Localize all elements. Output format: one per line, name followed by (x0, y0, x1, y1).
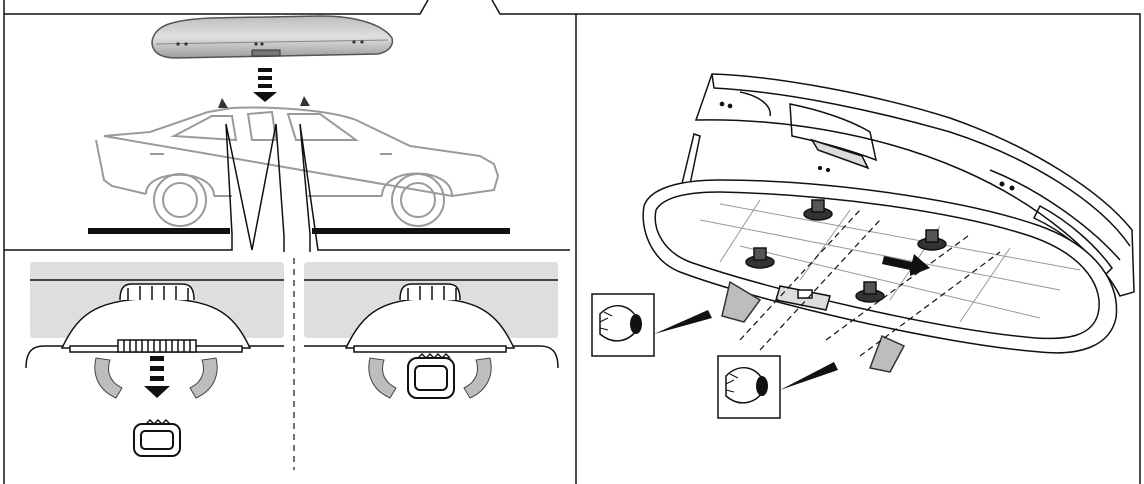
arrow-down-icon (253, 68, 277, 102)
roof-box-icon (151, 15, 394, 59)
clamp-arms (368, 357, 492, 399)
clamp-detail-left (25, 262, 284, 457)
roof-bar-foot-icon (218, 96, 310, 108)
clamp-arms (94, 357, 218, 399)
clamp-plate-icon (133, 419, 181, 457)
ground-line (312, 228, 510, 234)
arrow-down-icon (144, 356, 170, 398)
sight-lines (739, 209, 1001, 357)
open-box-inspection-panel (591, 73, 1135, 419)
zoom-callout-lines (4, 123, 570, 252)
eye-check-icon (591, 293, 712, 357)
clamp-knob-icon (60, 283, 252, 353)
eye-check-icon (717, 355, 838, 419)
open-roof-box-icon (642, 73, 1135, 373)
ground-line (88, 228, 230, 234)
clamp-plate-icon (407, 353, 455, 399)
clamp-knob-icon (344, 283, 516, 353)
arrow-right-icon (882, 254, 930, 276)
panel-frame (3, 0, 1141, 484)
car-icon (95, 106, 500, 227)
roof-placement-panel (4, 15, 570, 252)
clamp-detail-right (304, 262, 559, 399)
